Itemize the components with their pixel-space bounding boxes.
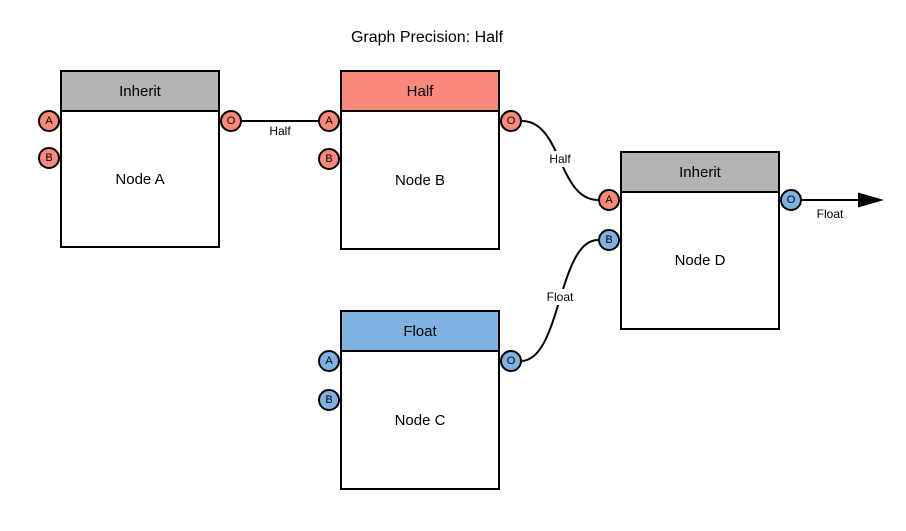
node-a-header: Inherit — [62, 72, 218, 112]
node-d-port-b: B — [598, 229, 620, 251]
node-a-port-a: A — [38, 110, 60, 132]
node-c: Float Node C — [340, 310, 500, 490]
node-a: Inherit Node A — [60, 70, 220, 248]
node-a-port-o: O — [220, 110, 242, 132]
node-d-port-a: A — [598, 189, 620, 211]
node-b-header: Half — [342, 72, 498, 112]
node-a-label: Node A — [115, 170, 165, 188]
node-b-label: Node B — [394, 171, 446, 189]
node-c-port-a: A — [318, 350, 340, 372]
edge-label-a-to-b: Half — [267, 123, 293, 139]
node-c-port-b: B — [318, 389, 340, 411]
edge-label-output: Float — [814, 206, 846, 222]
node-a-port-b: B — [38, 147, 60, 169]
node-c-label: Node C — [394, 411, 446, 429]
edge-label-c-to-d: Float — [544, 289, 576, 305]
node-d: Inherit Node D — [620, 151, 780, 330]
node-c-port-o: O — [500, 350, 522, 372]
arrowhead-icon — [858, 192, 884, 208]
node-b-port-b: B — [318, 148, 340, 170]
node-c-header: Float — [342, 312, 498, 352]
node-d-port-o: O — [780, 189, 802, 211]
node-b: Half Node B — [340, 70, 500, 250]
node-b-port-o: O — [500, 110, 522, 132]
node-d-label: Node D — [674, 252, 726, 269]
node-b-port-a: A — [318, 110, 340, 132]
node-d-header: Inherit — [622, 153, 778, 193]
diagram-title: Graph Precision: Half — [350, 29, 504, 46]
edge-label-b-to-d: Half — [547, 151, 573, 167]
